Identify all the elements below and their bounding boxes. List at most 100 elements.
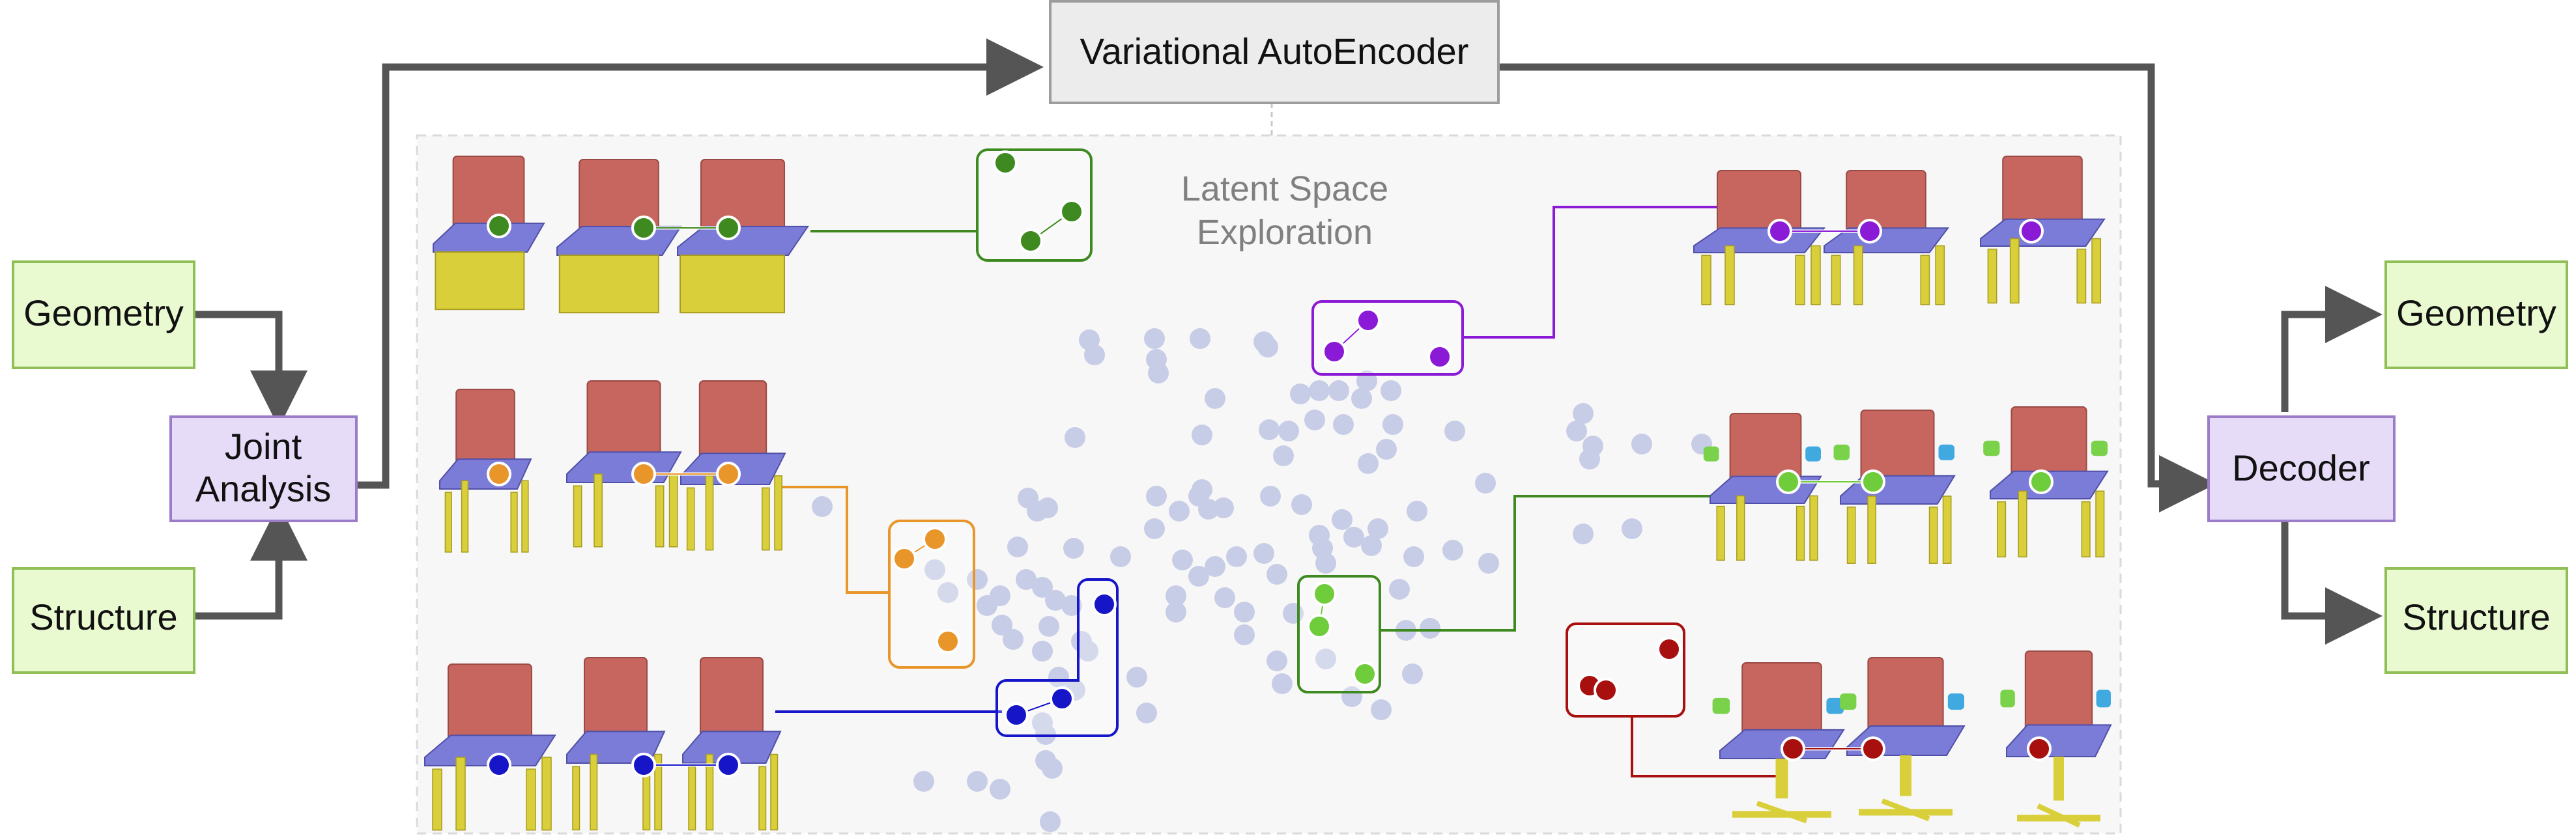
latent-marker xyxy=(936,629,960,654)
latent-dot xyxy=(1257,337,1278,357)
latent-dot xyxy=(1192,425,1212,445)
chair-leg xyxy=(594,473,603,548)
latent-dot xyxy=(1253,543,1274,564)
chair-leg xyxy=(1997,501,2007,558)
arrow-geometry-to-joint xyxy=(194,311,308,428)
chair-seat xyxy=(439,458,532,490)
latent-marker xyxy=(923,527,947,552)
latent-marker xyxy=(1861,736,1885,761)
chair-leg xyxy=(774,475,782,551)
structure-input-box xyxy=(12,567,195,674)
latent-marker xyxy=(487,214,511,238)
joint-analysis-label-line2: Analysis xyxy=(195,468,332,509)
latent-dot xyxy=(1579,449,1600,469)
chair-leg xyxy=(1867,496,1876,564)
cluster-box-purple xyxy=(1311,300,1464,376)
latent-marker xyxy=(1004,703,1029,727)
chair-leg xyxy=(1701,255,1711,305)
chair-illustration xyxy=(424,663,556,831)
chair-illustration xyxy=(2000,650,2112,828)
cluster-box-blue xyxy=(995,578,1119,737)
latent-dot xyxy=(1126,667,1147,688)
chair-leg xyxy=(655,485,665,548)
latent-dot xyxy=(1273,445,1294,466)
latent-dot xyxy=(967,569,988,590)
chair-illustration xyxy=(1703,413,1822,561)
latent-dot xyxy=(1442,540,1463,561)
chair-foot xyxy=(1881,798,1930,822)
chair-arm xyxy=(1983,440,2000,456)
chair-leg xyxy=(758,766,767,831)
chair-leg xyxy=(2091,238,2102,304)
latent-dot xyxy=(1038,616,1059,637)
latent-dot xyxy=(1003,629,1023,650)
latent-marker xyxy=(1857,219,1882,244)
latent-marker xyxy=(1861,469,1885,494)
structure-output-box xyxy=(2384,567,2568,674)
chair-leg xyxy=(1853,245,1863,305)
latent-dot xyxy=(1444,421,1465,441)
chair-leg xyxy=(432,768,442,831)
latent-dot xyxy=(1361,535,1382,556)
chair-leg xyxy=(1736,495,1745,561)
latent-dot xyxy=(1407,501,1427,522)
latent-marker xyxy=(1427,344,1452,369)
chair-leg xyxy=(1987,248,1997,304)
latent-marker xyxy=(892,546,917,571)
geometry-input-box xyxy=(12,260,195,369)
latent-dot xyxy=(1328,380,1349,401)
latent-dot xyxy=(1169,501,1190,522)
chair-leg xyxy=(1716,505,1725,561)
latent-marker xyxy=(1767,219,1792,244)
chair-illustration xyxy=(566,657,666,831)
structure-output-label: Structure xyxy=(2402,596,2550,637)
cluster-box-green xyxy=(976,148,1093,262)
connector-red xyxy=(1631,716,1785,777)
latent-dot xyxy=(1045,590,1066,611)
chair-back xyxy=(2011,406,2087,481)
latent-dot xyxy=(1065,427,1085,448)
latent-dot xyxy=(1402,663,1423,684)
latent-dot xyxy=(1032,641,1053,662)
chair-back xyxy=(584,657,648,743)
latent-marker xyxy=(631,462,656,486)
latent-dot xyxy=(1136,703,1157,723)
latent-marker xyxy=(1312,581,1337,606)
chair-leg xyxy=(1928,507,1938,564)
chair-leg xyxy=(705,475,714,551)
chair-foot xyxy=(2037,803,2081,828)
latent-marker xyxy=(716,216,741,240)
latent-dot xyxy=(1332,509,1352,530)
latent-dot xyxy=(1278,421,1299,441)
latent-dot xyxy=(1234,602,1255,622)
chair-leg xyxy=(1809,495,1818,561)
latent-marker xyxy=(716,753,741,777)
latent-dot xyxy=(1037,497,1058,518)
chair-leg xyxy=(526,768,536,831)
latent-dot xyxy=(1291,494,1312,515)
latent-markers xyxy=(487,150,2054,777)
latent-point-cloud xyxy=(812,328,1712,832)
latent-marker xyxy=(1657,637,1682,662)
chair-arm xyxy=(1840,693,1857,710)
latent-dot xyxy=(1205,388,1225,409)
chair-back xyxy=(1867,657,1944,736)
latent-dot xyxy=(977,595,997,616)
chair-leg xyxy=(1846,507,1856,564)
chair-leg xyxy=(762,487,770,551)
latent-dot xyxy=(1315,553,1336,574)
latent-dot xyxy=(1267,564,1287,585)
latent-dot xyxy=(1420,618,1440,639)
arrow-decoder-to-structure xyxy=(2281,521,2383,645)
chair-illustration xyxy=(1983,406,2109,558)
latent-dot xyxy=(1343,527,1364,548)
latent-marker xyxy=(631,216,656,240)
latent-dot xyxy=(1190,328,1210,349)
chair-leg xyxy=(1724,245,1735,305)
latent-dot xyxy=(1631,434,1652,454)
latent-dot xyxy=(1573,403,1594,424)
cluster-connectors xyxy=(775,206,1785,777)
chair-illustration xyxy=(677,159,809,314)
latent-dot xyxy=(1403,546,1424,567)
latent-dot xyxy=(1144,328,1165,349)
